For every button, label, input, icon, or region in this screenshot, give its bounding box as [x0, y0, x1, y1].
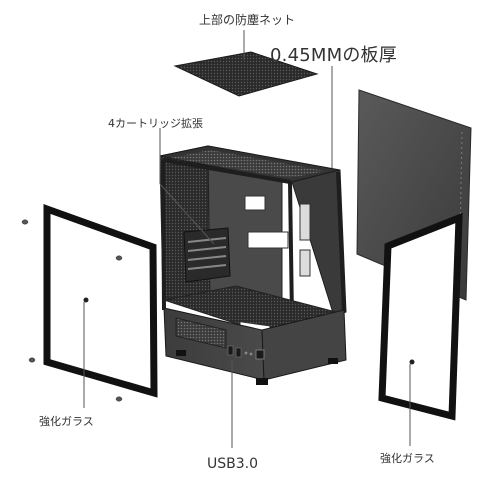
case-foot	[256, 378, 268, 385]
label-glass-right: 強化ガラス	[380, 452, 435, 465]
label-top-dust-filter: 上部の防塵ネット	[199, 13, 296, 27]
case-foot	[176, 350, 186, 356]
usb-port-icon	[227, 345, 253, 358]
label-glass-left: 強化ガラス	[39, 415, 94, 428]
pc-case-body	[159, 145, 347, 385]
top-dust-filter	[173, 51, 319, 97]
leader-line-slots-diag	[159, 183, 215, 245]
label-usb-port: USB3.0	[207, 456, 259, 472]
power-button-icon	[255, 349, 265, 360]
screw-icon	[21, 219, 123, 402]
label-expansion-slots: 4カートリッジ拡張	[108, 117, 203, 130]
case-foot	[328, 358, 338, 364]
right-glass-panel	[378, 212, 463, 421]
expansion-slots	[183, 227, 231, 283]
left-glass-panel	[43, 204, 158, 398]
label-panel-thickness: 0.45MMの板厚	[270, 45, 397, 66]
